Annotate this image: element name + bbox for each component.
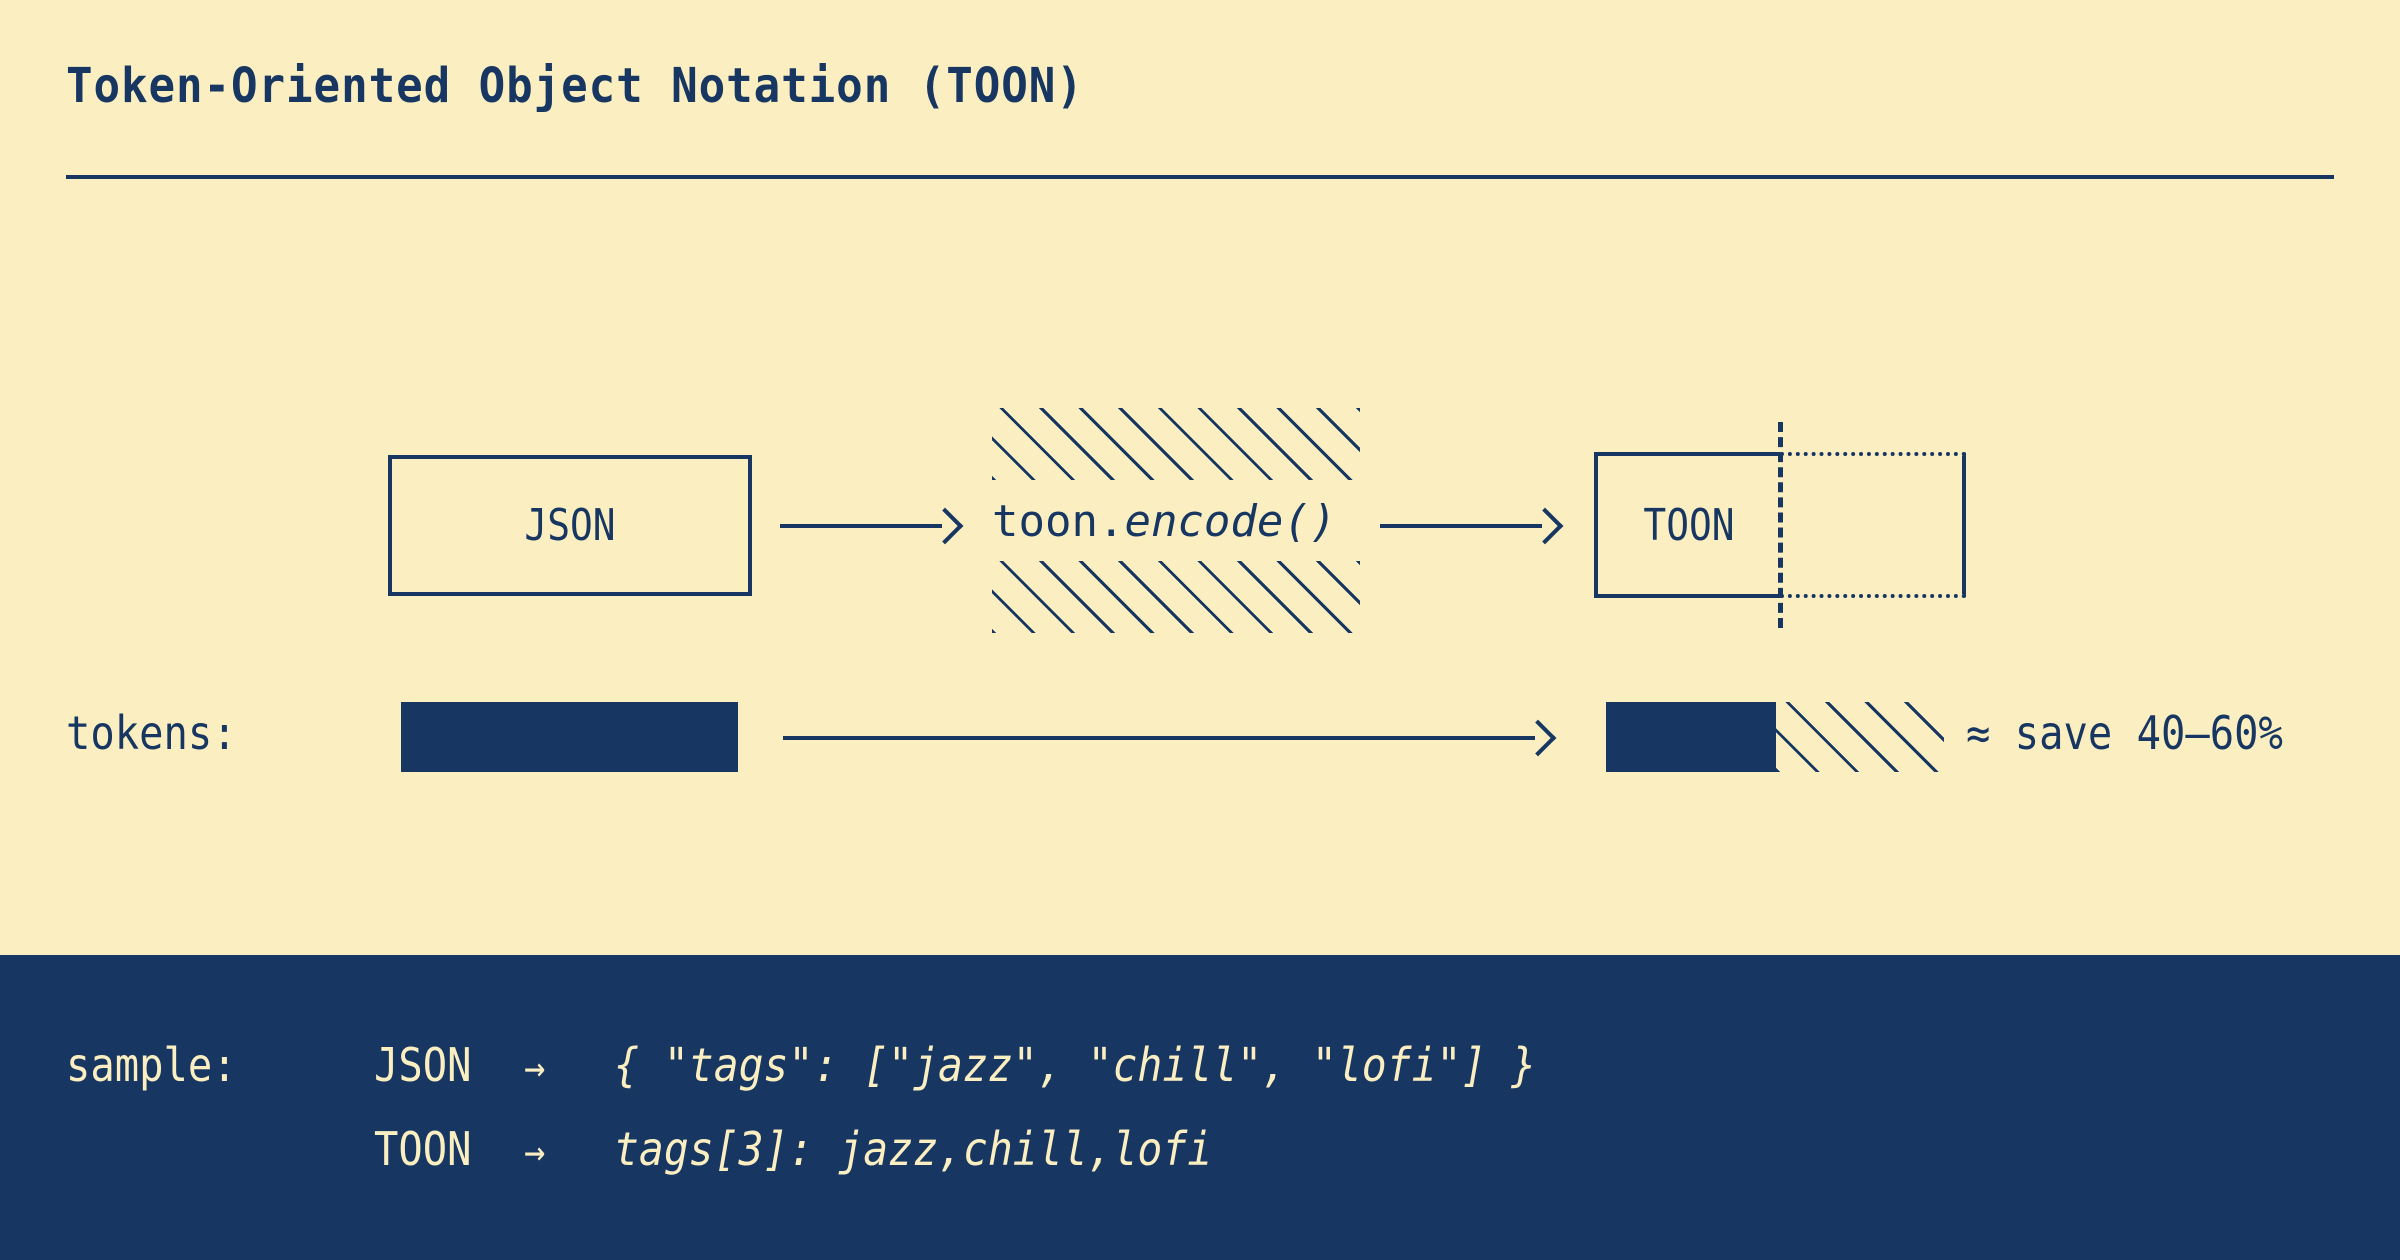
toon-target-box: TOON	[1594, 422, 1966, 628]
sample-row-label: sample:	[66, 1038, 237, 1092]
sample-format-label: JSON	[374, 1038, 472, 1092]
encoder-hatch-top	[992, 408, 1360, 480]
arrow-shaft	[780, 524, 942, 528]
arrow-right-glyph-icon: →	[524, 1045, 546, 1091]
tokens-row-label: tokens:	[66, 706, 237, 760]
json-box-label: JSON	[524, 500, 616, 551]
sample-row-toon: TOON → tags[3]: jazz,chill,lofi	[374, 1122, 1279, 1176]
sample-panel	[0, 955, 2400, 1260]
encoder-label: toon.encode()	[992, 484, 1360, 558]
arrow-shaft	[783, 736, 1535, 740]
json-source-box: JSON	[388, 455, 752, 596]
savings-note: ≈ save 40–60%	[1966, 706, 2283, 760]
toon-box-divider	[1778, 422, 1783, 628]
arrow-head	[1526, 507, 1564, 545]
token-bar-toon-saved	[1776, 702, 1944, 772]
sample-payload: tags[3]: jazz,chill,lofi	[614, 1122, 1213, 1176]
page-title: Token-Oriented Object Notation (TOON)	[66, 58, 1084, 114]
toon-box-filled-part: TOON	[1594, 452, 1780, 598]
encoder-label-prefix: toon.	[992, 495, 1125, 547]
arrow-right-glyph-icon: →	[524, 1129, 546, 1175]
toon-box-label: TOON	[1643, 499, 1735, 551]
arrow-head	[1519, 719, 1557, 757]
sample-format-label: TOON	[374, 1122, 472, 1176]
toon-box-saved-part	[1780, 452, 1966, 598]
encoder-hatch-bottom	[992, 561, 1360, 633]
token-bar-toon-used	[1606, 702, 1776, 772]
arrow-head	[926, 507, 964, 545]
sample-payload: { "tags": ["jazz", "chill", "lofi"] }	[614, 1038, 1537, 1092]
encoder-label-call: encode()	[1124, 495, 1337, 547]
arrow-shaft	[1380, 524, 1542, 528]
title-divider	[66, 175, 2334, 179]
token-bar-json	[401, 702, 738, 772]
sample-row-json: JSON → { "tags": ["jazz", "chill", "lofi…	[374, 1038, 1639, 1092]
